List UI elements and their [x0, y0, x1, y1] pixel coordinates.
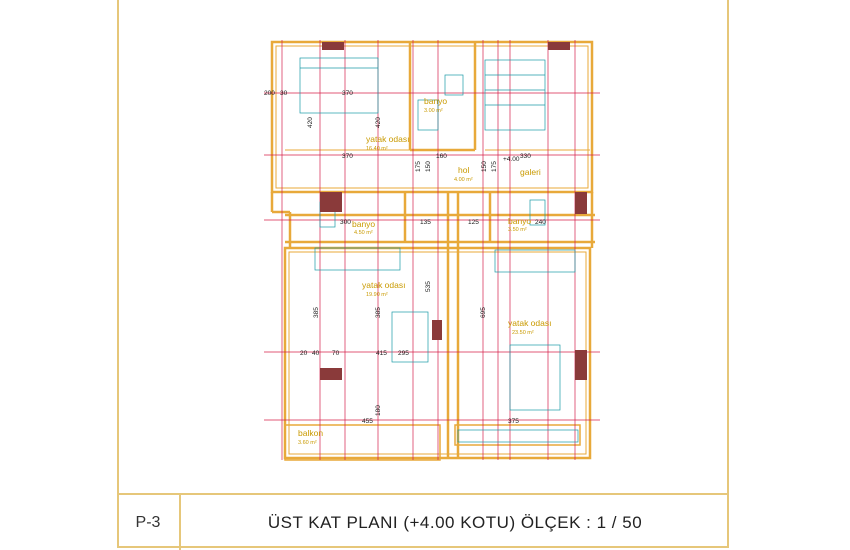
- dim-label: 420: [375, 117, 382, 128]
- dim-label: 370: [342, 153, 353, 160]
- title-divider: [179, 495, 181, 550]
- room-label: banyo: [508, 216, 531, 226]
- dimension-labels: 370 370 420 420 160 330 150 150 175 175 …: [264, 90, 546, 425]
- dim-label: 160: [436, 153, 447, 160]
- dim-label: 295: [398, 350, 409, 357]
- dim-label: 535: [425, 281, 432, 292]
- dim-label: 415: [376, 350, 387, 357]
- sheet-number: P-3: [135, 513, 161, 531]
- dim-label: 40: [312, 350, 320, 357]
- dim-label: 385: [313, 307, 320, 318]
- dim-label: 240: [535, 219, 546, 226]
- walls: [270, 40, 595, 461]
- room-label: banyo: [424, 96, 447, 106]
- dim-label: 70: [332, 350, 340, 357]
- dim-label: 420: [307, 117, 314, 128]
- dim-label: 330: [520, 153, 531, 160]
- room-area: 3.60 m²: [298, 440, 317, 446]
- room-label: yatak odası: [362, 280, 405, 290]
- room-area: 3.50 m²: [508, 227, 527, 233]
- title-block: P-3 ÜST KAT PLANI (+4.00 KOTU) ÖLÇEK : 1…: [117, 493, 729, 550]
- room-label: hol: [458, 165, 469, 175]
- room-area: 4.50 m²: [354, 230, 373, 236]
- room-area: 4.00 m²: [454, 177, 473, 183]
- dim-label: +4.00: [503, 156, 520, 163]
- room-labels: banyo 3.00 m² yatak odası 16.40 m² hol 4…: [298, 96, 551, 446]
- dim-label: 135: [420, 219, 431, 226]
- dim-label: 175: [415, 161, 422, 172]
- dim-label: 455: [362, 418, 373, 425]
- dim-label: 300: [340, 219, 351, 226]
- room-label: yatak odası: [508, 318, 551, 328]
- dim-label: 695: [480, 307, 487, 318]
- dim-label: 150: [481, 161, 488, 172]
- room-area: 3.00 m²: [424, 108, 443, 114]
- dim-label: 175: [491, 161, 498, 172]
- dim-label: 150: [425, 161, 432, 172]
- dim-label: 20: [300, 350, 308, 357]
- dim-label: 30: [280, 90, 288, 97]
- dim-label: 375: [508, 418, 519, 425]
- dim-label: 200: [264, 90, 275, 97]
- room-area: 16.40 m²: [366, 146, 388, 152]
- dim-label: 370: [342, 90, 353, 97]
- room-area: 19.90 m²: [366, 292, 388, 298]
- room-label: galeri: [520, 167, 541, 177]
- dim-label: 180: [375, 405, 382, 416]
- dim-label: 385: [375, 307, 382, 318]
- room-label: banyo: [352, 219, 375, 229]
- sheet-frame: [117, 0, 729, 548]
- room-label: yatak odası: [366, 134, 409, 144]
- dim-label: 125: [468, 219, 479, 226]
- room-label: balkon: [298, 428, 323, 438]
- room-area: 23.50 m²: [512, 330, 534, 336]
- columns: [320, 42, 587, 380]
- plan-title: ÜST KAT PLANI (+4.00 KOTU) ÖLÇEK : 1 / 5…: [267, 512, 643, 532]
- fixtures: [299, 57, 579, 443]
